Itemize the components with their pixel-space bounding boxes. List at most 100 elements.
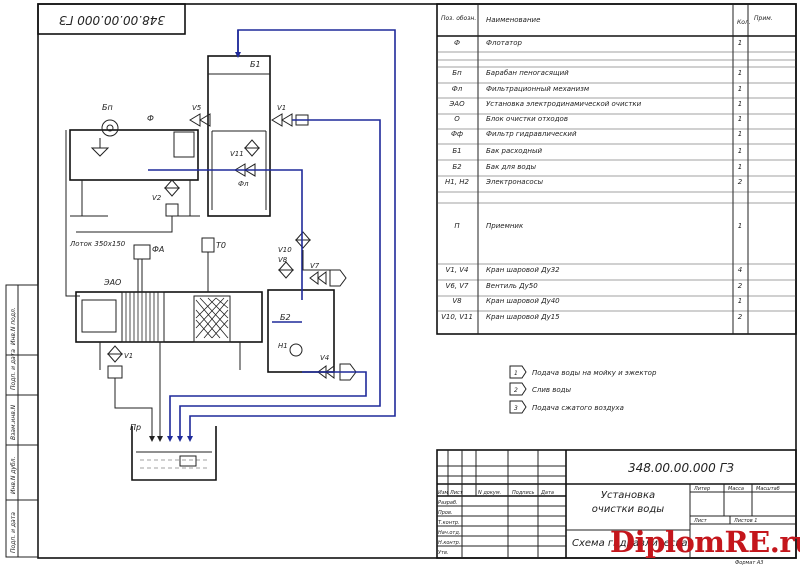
top-stamp-text: 348.00.00.000 ГЗ (59, 13, 165, 27)
spec-row-pos: О (454, 115, 460, 123)
spec-row-qty: 1 (738, 147, 742, 155)
tank-b1 (207, 55, 271, 217)
label-v4: V4 (320, 354, 329, 362)
hydraulic-scheme: Б1 Ф Бп V5 V1 V11 Фл V2 Лоток 350x150 (65, 29, 396, 481)
legend-code-1: 2 (514, 387, 518, 394)
tb-format: Формат А3 (735, 560, 763, 566)
tb-role-1: Пров. (438, 510, 453, 516)
spec-row-pos: Бп (452, 69, 462, 77)
label-fl: Фл (238, 180, 249, 188)
label-bp: Бп (102, 103, 113, 112)
watermark-part3: .ru (769, 525, 800, 559)
eao-tank (75, 291, 263, 343)
spec-row-pos: П (454, 222, 460, 230)
label-v1-bottom: V1 (124, 352, 133, 360)
spec-header-note: Прим. (754, 15, 773, 22)
tb-col-2: N докум. (478, 490, 501, 496)
label-f: Ф (147, 114, 154, 123)
side-label-0: Инв.N подл. (10, 307, 17, 345)
label-lotok: Лоток 350x150 (69, 240, 126, 248)
tb-scheme: Схема гидравлическая (572, 538, 694, 549)
tb-col-1: Лист (449, 490, 464, 496)
spec-row-pos: Ф (454, 39, 460, 47)
spec-row-name: Кран шаровой Ду32 (486, 266, 560, 274)
side-strip: Инв.N подл. Подп. и дата Взам.инв.N Инв.… (5, 284, 39, 558)
spec-row-name: Флотатор (486, 39, 523, 47)
label-h1: Н1 (278, 342, 288, 350)
spec-row-qty: 2 (738, 282, 743, 290)
spec-row-pos: V10, V11 (441, 313, 473, 321)
spec-row-name: Установка электродинамической очистки (486, 100, 642, 108)
spec-row-name: Кран шаровой Ду15 (486, 313, 560, 321)
spec-header-pos: Поз. обозн. (441, 15, 476, 22)
tb-col-3: Подпись (512, 490, 535, 496)
spec-header-name: Наименование (486, 16, 540, 24)
label-v7: V7 (310, 262, 320, 270)
spec-row-qty: 2 (738, 313, 743, 321)
tb-col-4: Дата (540, 490, 554, 496)
spec-row-pos: Б2 (452, 163, 462, 171)
tb-mass: Масса (728, 486, 744, 492)
tb-sheet: Лист (693, 518, 708, 524)
spec-row-pos: ЭАО (448, 100, 465, 108)
spec-row-pos: V6, V7 (446, 282, 469, 290)
watermark-part1: Diplom (610, 525, 725, 559)
spec-row-name: Блок очистки отходов (486, 115, 568, 123)
spec-row-name: Вентиль Ду50 (486, 282, 538, 290)
eao-plates (121, 291, 231, 343)
spec-row-name: Бак для воды (486, 163, 537, 171)
top-stamp (37, 3, 186, 35)
spec-row-name: Фильтр гидравлический (486, 130, 577, 138)
spec-row-qty: 1 (738, 163, 742, 171)
label-v10: V10 (278, 246, 292, 254)
label-v11: V11 (230, 150, 244, 158)
tb-doc-number: 348.00.00.000 ГЗ (628, 461, 734, 475)
drum-bp (101, 119, 119, 137)
spec-row-pos: Фф (451, 130, 463, 138)
title-block: Изм Лист N докум. Подпись Дата Разраб. П… (436, 449, 797, 566)
spec-row-qty: 1 (738, 100, 742, 108)
spec-row-pos: V8 (452, 297, 462, 305)
tb-role-0: Разраб. (438, 500, 458, 506)
legend-code-0: 1 (514, 370, 518, 377)
side-label-2: Взам.инв.N (10, 404, 17, 440)
spec-row-name: Электронасосы (485, 178, 544, 186)
tb-role-2: Т.контр. (438, 520, 460, 526)
spec-row-name: Кран шаровой Ду40 (486, 297, 560, 305)
spec-table: Поз. обозн. Наименование Кол. Прим. Ф Фло… (436, 3, 797, 335)
tb-col-0: Изм (438, 490, 448, 496)
tb-scale: Масштаб (756, 486, 780, 492)
tank-b2 (267, 289, 335, 373)
spec-row-qty: 1 (738, 222, 742, 230)
label-v5: V5 (192, 104, 202, 112)
label-eao: ЭАО (103, 278, 121, 287)
spec-row-qty: 1 (738, 115, 742, 123)
label-b2: Б2 (280, 313, 291, 322)
label-t0: Т0 (216, 241, 226, 250)
spec-row-qty: 4 (738, 266, 742, 274)
spec-row-qty: 1 (738, 85, 742, 93)
legend-text-0: Подача воды на мойку и эжектор (532, 369, 657, 377)
tb-lit: Литер (693, 486, 710, 492)
spec-row-name: Приемник (486, 222, 524, 230)
spec-row-name: Бак расходный (486, 147, 542, 155)
tb-role-5: Утв. (438, 550, 449, 556)
tb-product-line1: Установка (601, 490, 655, 501)
spec-row-pos: Б1 (452, 147, 461, 155)
legend-text-1: Слив воды (532, 386, 572, 394)
label-b1: Б1 (250, 60, 261, 69)
pump-h1 (289, 343, 303, 357)
watermark: DiplomRE.ru (610, 525, 800, 559)
spec-row-qty: 1 (738, 297, 742, 305)
side-label-1: Подп. и дата (10, 349, 17, 390)
spec-row-qty: 1 (738, 39, 742, 47)
tb-product-line2: очистки воды (592, 504, 664, 515)
side-label-4: Подп. и дата (10, 512, 17, 553)
legend-text-2: Подача сжатого воздуха (532, 404, 624, 412)
spec-row-pos: V1, V4 (446, 266, 469, 274)
spec-header-qty: Кол. (737, 19, 751, 26)
label-v1: V1 (277, 104, 286, 112)
spec-row-name: Фильтрационный механизм (486, 85, 590, 93)
